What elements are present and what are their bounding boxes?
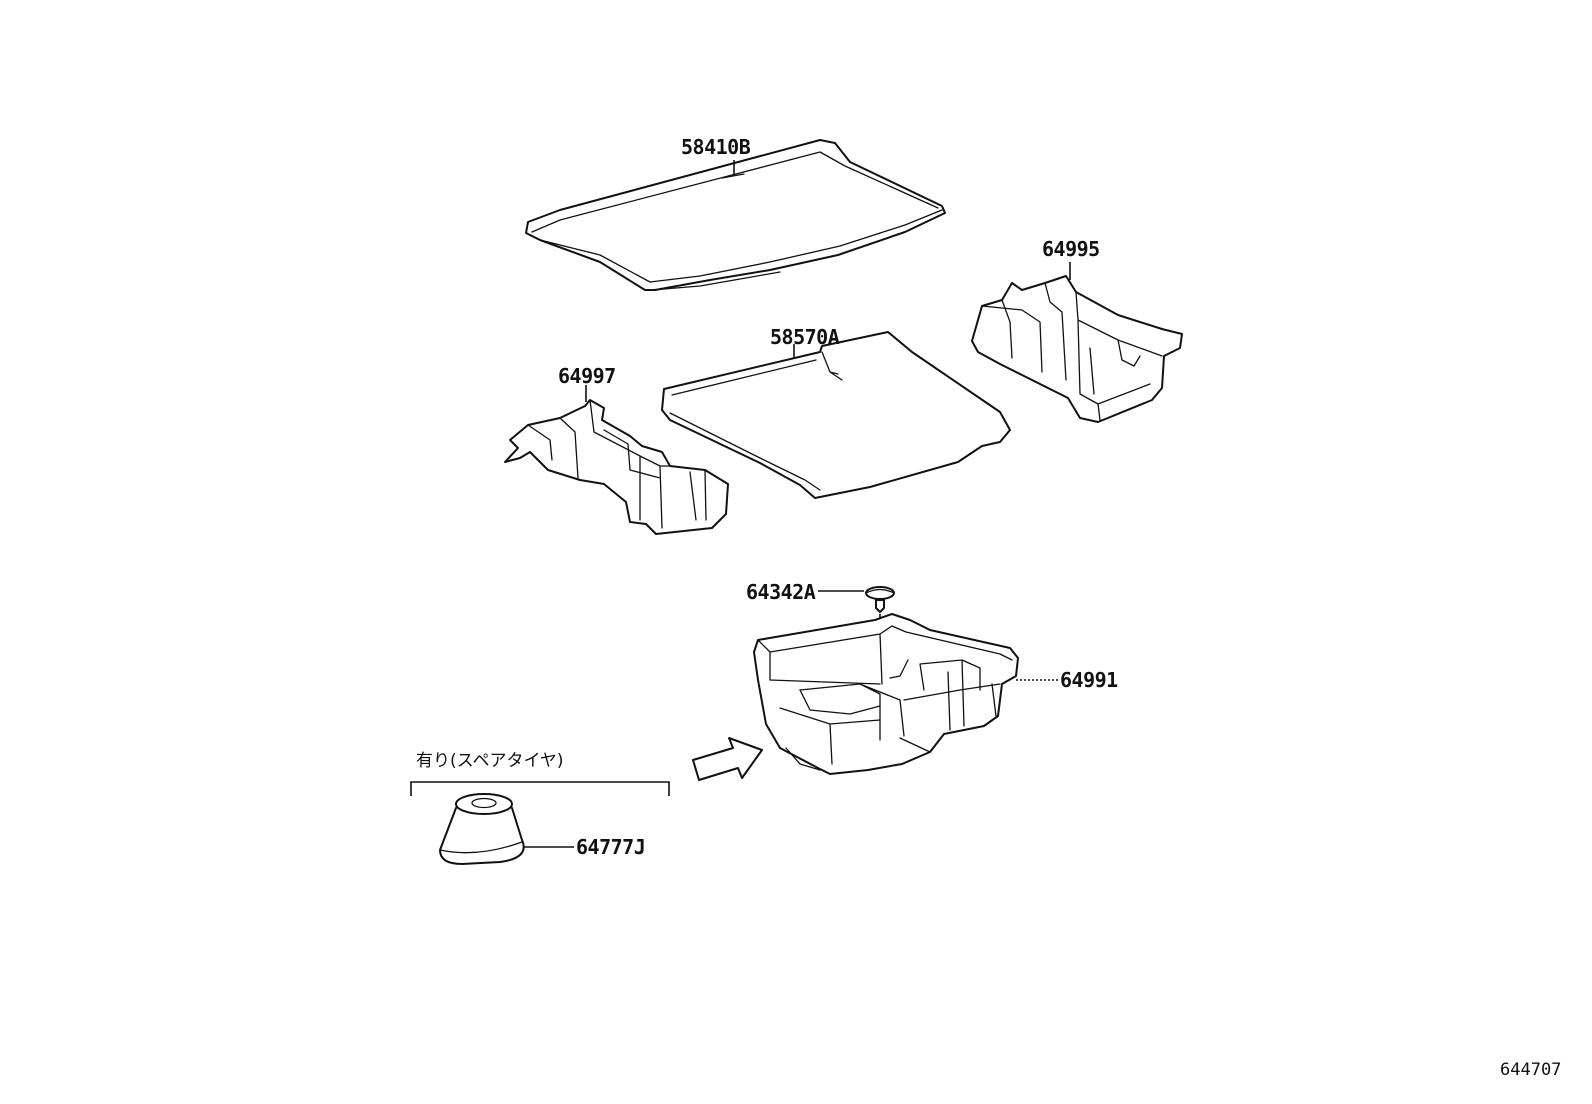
deck-box-drawing[interactable] [753,613,1019,775]
part-label-clip[interactable]: 64342A [746,580,816,604]
assembly-arrow-icon [692,737,763,781]
tonneau-cover-slot [721,173,745,179]
condition-bracket [410,781,670,796]
floor-mat-drawing[interactable] [661,331,1011,499]
right-side-box-drawing[interactable] [971,275,1183,423]
condition-note: 有り(スペアタイヤ) [416,751,564,771]
part-label-right-side-box[interactable]: 64995 [1042,237,1100,261]
tonneau-cover-drawing[interactable] [525,139,946,291]
part-label-tonneau-cover[interactable]: 58410B [681,135,751,159]
clip-drawing[interactable] [865,586,895,613]
part-label-spare-tire-spacer[interactable]: 64777J [576,835,646,859]
part-label-floor-mat[interactable]: 58570A [770,325,840,349]
spare-tire-spacer-drawing[interactable] [439,793,525,865]
left-side-box-drawing[interactable] [504,399,729,535]
part-label-deck-box[interactable]: 64991 [1060,668,1118,692]
drawing-code: 644707 [1500,1060,1562,1080]
part-label-left-side-box[interactable]: 64997 [558,364,616,388]
